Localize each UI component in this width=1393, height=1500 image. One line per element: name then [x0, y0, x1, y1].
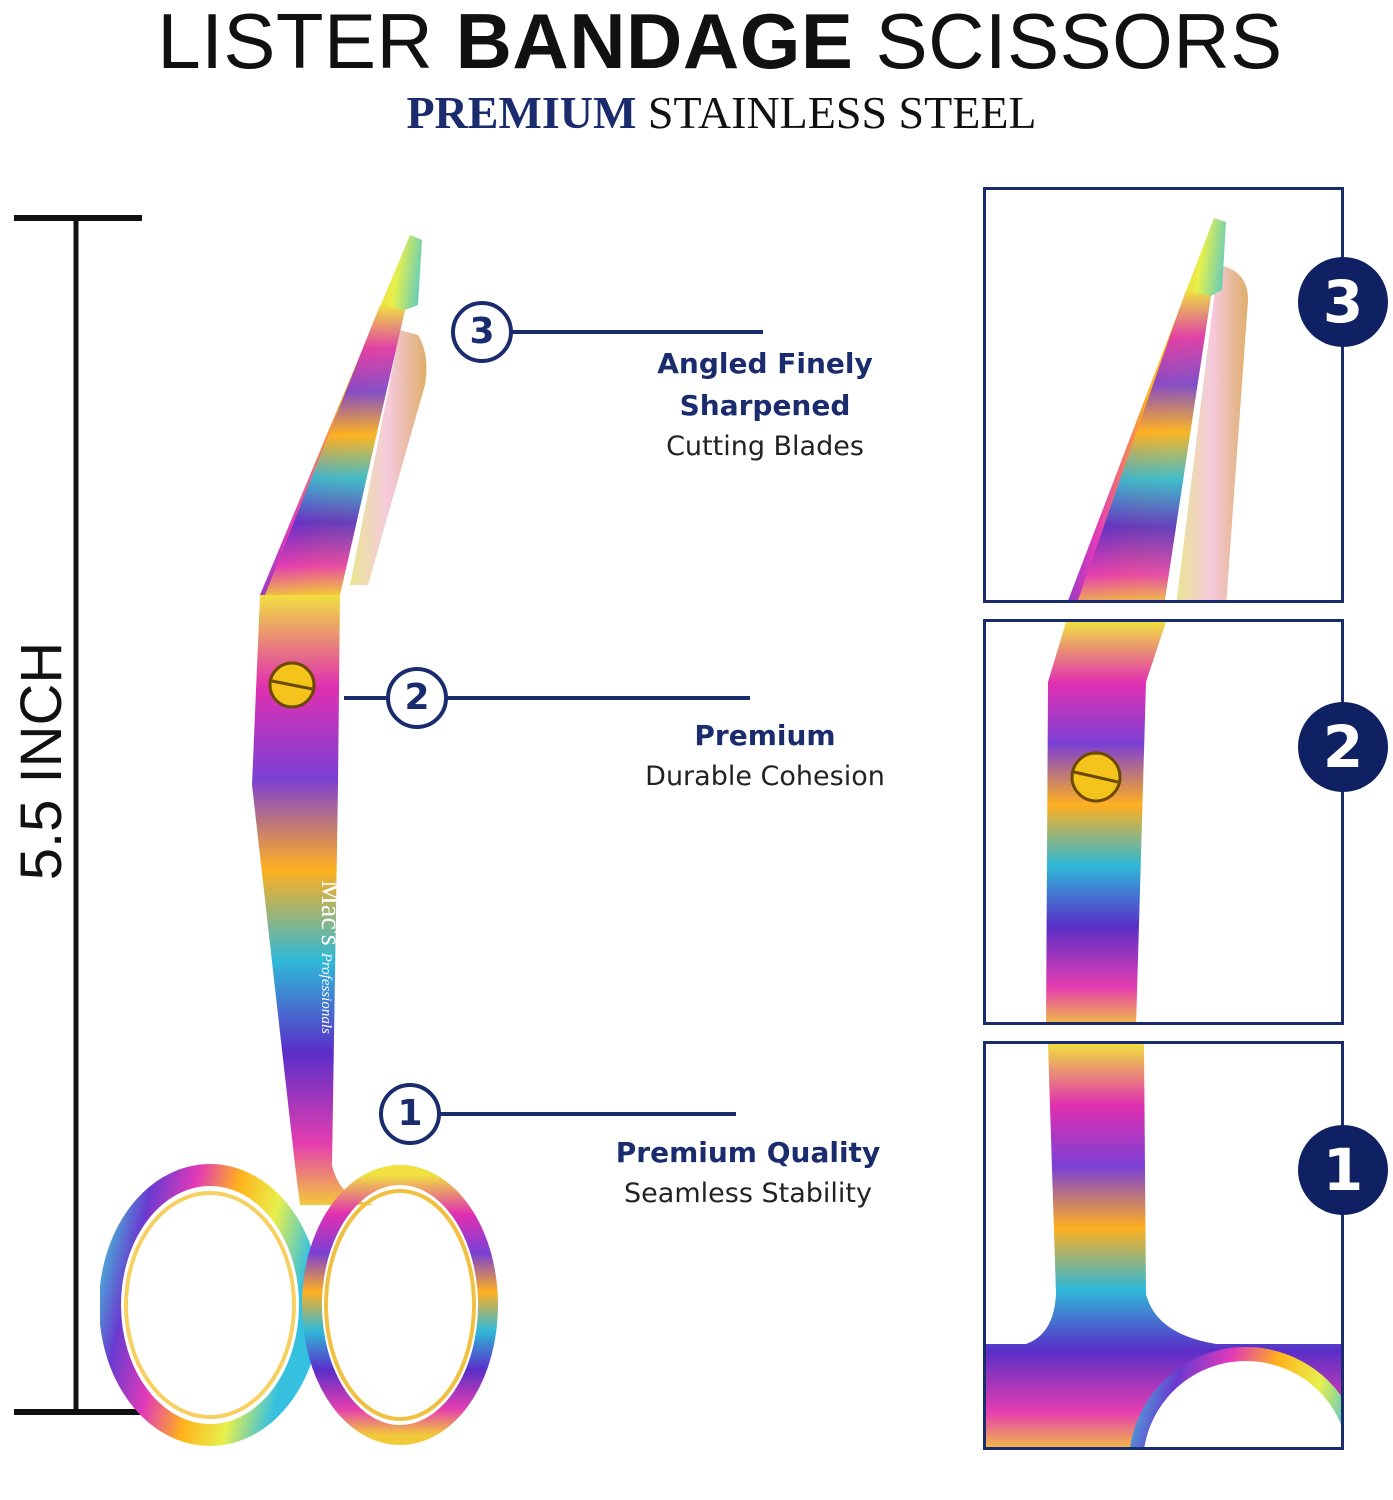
title-part-scissors: SCISSORS: [853, 0, 1283, 85]
detail-panel-1: [983, 1041, 1344, 1450]
callout-3-number: 3: [469, 311, 495, 352]
callout-1-title: Premium Quality: [615, 1136, 881, 1169]
detail-blade-tip: [1068, 218, 1248, 600]
scissors-illustration: [100, 235, 498, 1446]
page-subtitle: PREMIUM STAINLESS STEEL: [0, 88, 1393, 138]
title-part-bandage: BANDAGE: [455, 0, 854, 85]
detail-pivot: [1046, 622, 1166, 1022]
callout-2-number: 2: [404, 677, 430, 718]
panel-2-badge: 2: [1298, 702, 1388, 792]
callout-2-subtitle: Durable Cohesion: [645, 761, 885, 792]
callout-1-number: 1: [397, 1093, 423, 1134]
panel-1-badge: 1: [1298, 1125, 1388, 1215]
page-title: LISTER BANDAGE SCISSORS: [0, 2, 1393, 80]
callout-3-subtitle: Cutting Blades: [666, 431, 864, 462]
callout-3-title-2: Sharpened: [679, 389, 851, 422]
callout-3-title-1: Angled Finely: [657, 347, 873, 380]
callout-1-subtitle: Seamless Stability: [624, 1178, 872, 1209]
callout-lines: [344, 301, 763, 1145]
callout-3: Angled Finely Sharpened Cutting Blades: [610, 343, 920, 467]
detail-handle: [986, 1044, 1341, 1447]
subtitle-part-premium: PREMIUM: [406, 87, 637, 138]
callout-2-title: Premium: [694, 719, 836, 752]
callout-1: Premium Quality Seamless Stability: [598, 1132, 898, 1214]
callout-2: Premium Durable Cohesion: [610, 715, 920, 797]
panel-3-badge: 3: [1298, 257, 1388, 347]
subtitle-part-rest: STAINLESS STEEL: [636, 87, 1037, 138]
measurement-bar: [14, 215, 142, 1415]
detail-panel-3: [983, 187, 1344, 603]
detail-panel-2: [983, 619, 1344, 1025]
title-part-lister: LISTER: [157, 0, 456, 85]
